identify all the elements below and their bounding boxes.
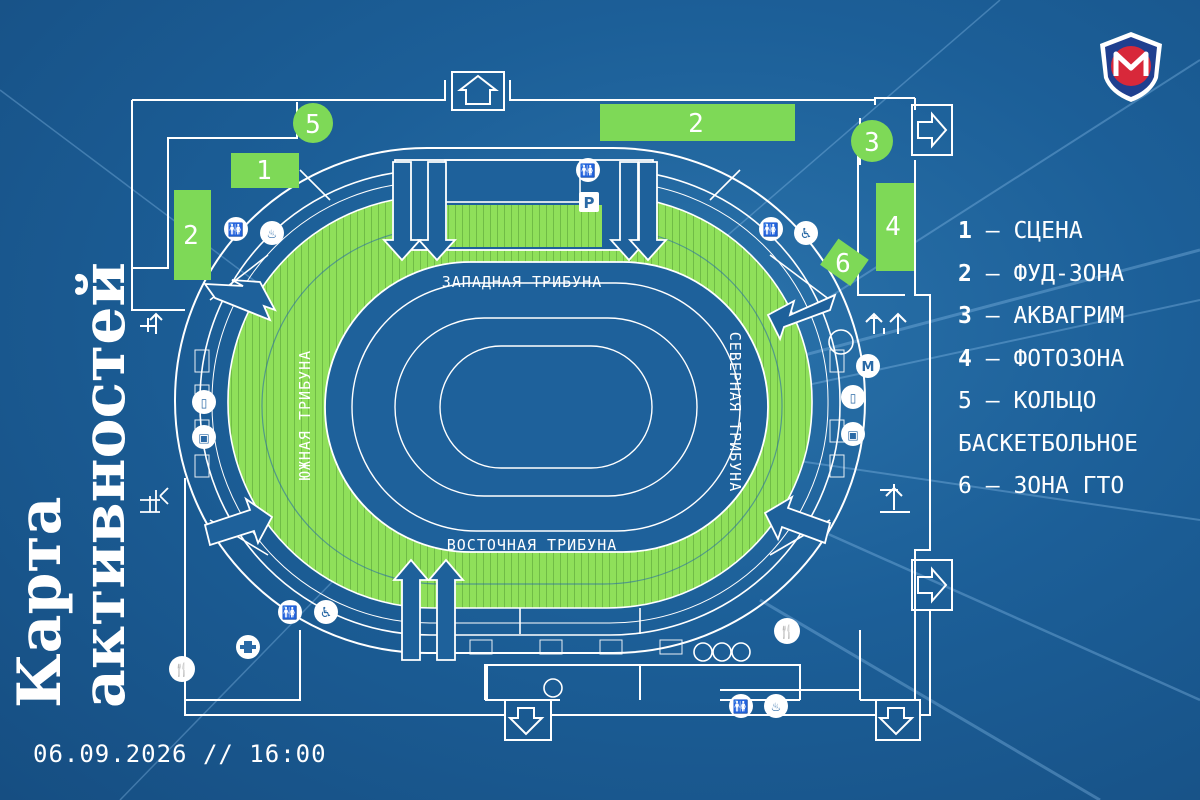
svg-text:P: P xyxy=(584,194,595,212)
legend: 1 – СЦЕНА 2 – ФУД-ЗОНА 3 – АКВАГРИМ 4 – … xyxy=(958,210,1188,508)
svg-text:▣: ▣ xyxy=(198,431,209,445)
luggage-icon: ▣ xyxy=(841,422,865,446)
zone-1-stage xyxy=(231,153,299,188)
restroom-icon: 🚻 xyxy=(278,600,302,624)
zone-4-photozone xyxy=(876,183,914,271)
wheelchair-icon: ♿ xyxy=(794,221,818,245)
restroom-icon: 🚻 xyxy=(576,158,600,182)
first-aid-icon xyxy=(236,635,260,659)
luggage-icon: ▣ xyxy=(192,425,216,449)
poster-title: Карта активностей xyxy=(5,262,139,708)
legend-item: 6 – ЗОНА ГТО xyxy=(958,473,1125,499)
svg-text:🍴: 🍴 xyxy=(174,662,190,678)
food-icon: 🍴 xyxy=(169,656,195,682)
svg-text:🍴: 🍴 xyxy=(779,624,795,640)
zone-2-food-west xyxy=(174,190,211,280)
legend-item: 1 – СЦЕНА xyxy=(958,218,1083,244)
title-line-2: активностей xyxy=(69,262,139,708)
zone-1-number: 1 xyxy=(256,156,272,186)
svg-text:🚻: 🚻 xyxy=(228,222,244,238)
svg-text:▯: ▯ xyxy=(201,396,208,410)
legend-item: 5 – КОЛЬЦО БАСКЕТБОЛЬНОЕ xyxy=(958,388,1139,457)
east-stand-label: ВОСТОЧНАЯ ТРИБУНА xyxy=(447,536,618,554)
locker-icon: ▯ xyxy=(841,385,865,409)
shower-icon: ♨ xyxy=(260,221,284,245)
svg-text:▯: ▯ xyxy=(850,391,857,405)
svg-text:M: M xyxy=(862,360,875,375)
wheelchair-icon: ♿ xyxy=(314,600,338,624)
zone-6-number: 6 xyxy=(835,249,851,279)
zone-2a-number: 2 xyxy=(183,221,199,251)
restroom-icon: 🚻 xyxy=(729,694,753,718)
zone-4-number: 4 xyxy=(885,212,901,242)
site-outline xyxy=(131,80,931,716)
shower-icon: ♨ xyxy=(764,694,788,718)
west-stand-label: ЗАПАДНАЯ ТРИБУНА xyxy=(442,273,603,291)
food-icon: 🍴 xyxy=(774,618,800,644)
parking-icon: P xyxy=(579,192,599,212)
zone-5-number: 5 xyxy=(305,110,321,140)
legend-item: 4 – ФОТОЗОНА xyxy=(958,345,1125,372)
title-line-1: Карта xyxy=(5,496,75,708)
legend-item: 3 – АКВАГРИМ xyxy=(958,303,1125,329)
zone-2b-number: 2 xyxy=(688,109,704,139)
svg-text:🚻: 🚻 xyxy=(580,163,596,179)
south-stand-label: ЮЖНАЯ ТРИБУНА xyxy=(296,350,314,480)
zone-5-basketball xyxy=(293,103,333,143)
event-date-time: 06.09.2026 // 16:00 xyxy=(33,740,327,768)
svg-text:▣: ▣ xyxy=(847,428,858,442)
locker-icon: ▯ xyxy=(192,390,216,414)
svg-text:♿: ♿ xyxy=(800,226,813,242)
gate-arrows xyxy=(140,71,953,741)
zone-3-facepaint xyxy=(851,120,893,162)
svg-text:♨: ♨ xyxy=(267,227,278,241)
zone-2-food-top xyxy=(600,104,795,141)
north-stand-label: СЕВЕРНАЯ ТРИБУНА xyxy=(726,332,744,493)
svg-text:🚻: 🚻 xyxy=(763,222,779,238)
svg-text:♨: ♨ xyxy=(771,700,782,714)
zone-3-number: 3 xyxy=(864,128,880,158)
restroom-icon: 🚻 xyxy=(759,217,783,241)
club-logo-icon xyxy=(1100,32,1162,102)
restroom-icon: 🚻 xyxy=(224,217,248,241)
metro-icon: M xyxy=(856,354,880,378)
stadium-bowl xyxy=(174,147,866,698)
svg-text:🚻: 🚻 xyxy=(282,605,298,621)
svg-text:♿: ♿ xyxy=(320,605,333,621)
zone-6-gto xyxy=(820,238,869,287)
legend-item: 2 – ФУД-ЗОНА xyxy=(958,260,1125,287)
activity-zones: 1 2 2 3 4 5 6 xyxy=(174,103,914,287)
facility-icons: 🚻 P 🚻 ♨ 🚻 ♿ M ▯ ▣ ▯ ▣ 🚻 ♿ 🍴 🍴 🚻 ♨ xyxy=(169,158,880,718)
svg-text:🚻: 🚻 xyxy=(733,699,749,715)
